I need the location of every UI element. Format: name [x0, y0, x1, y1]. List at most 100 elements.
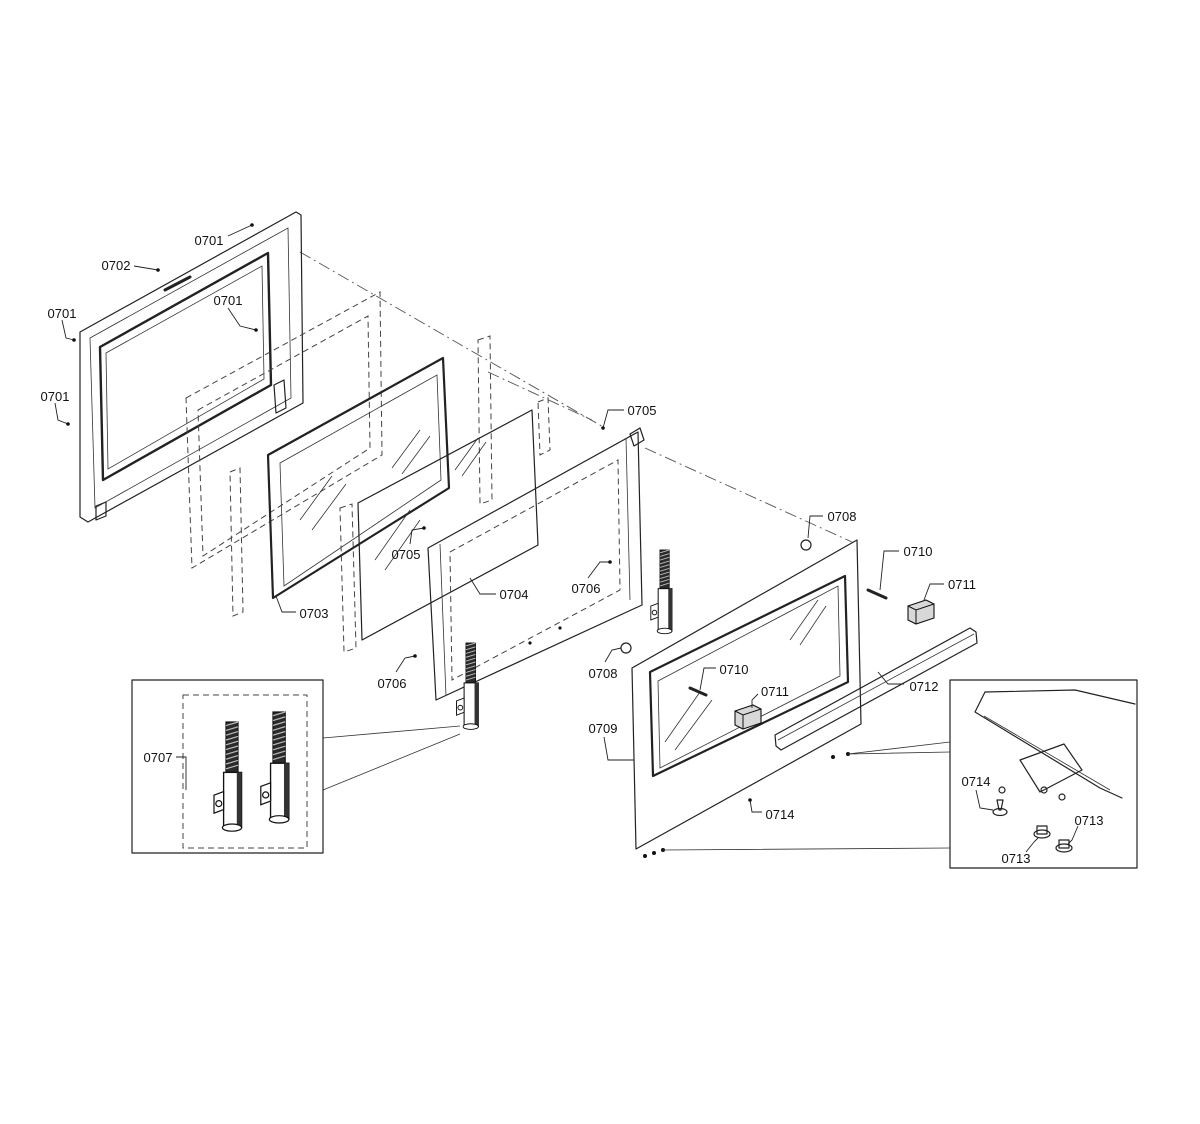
leader-dot: [608, 560, 612, 564]
leader-line: [395, 655, 416, 673]
callout-0703: 0703: [275, 595, 328, 621]
panel-outline: [631, 539, 862, 850]
leader-line: [604, 647, 622, 663]
callout-label: 0713: [1002, 851, 1031, 866]
callout-0706-right: 0706: [572, 560, 612, 596]
callout-0713-right: 0713: [1067, 813, 1103, 845]
handle-bracket-right: [907, 599, 935, 625]
frame-top-slot: [163, 275, 192, 292]
callout-0708-left: 0708: [589, 647, 622, 681]
leader-line: [54, 402, 69, 425]
callout-0714-main: 0714: [748, 798, 794, 822]
hinge-detail-inset: [131, 679, 461, 854]
side-strip-right: [537, 397, 551, 456]
side-strip-left: [339, 503, 357, 653]
callout-0709: 0709: [589, 721, 634, 761]
leader-dot: [601, 426, 605, 430]
callouts: 0701 0702 0701 0701 0701 0705: [41, 223, 1103, 866]
callout-label: 0714: [962, 774, 991, 789]
leader-dot: [250, 223, 254, 227]
inset-hole: [1040, 786, 1048, 794]
frame-corner-bracket: [629, 427, 645, 447]
projection-line: [299, 251, 606, 429]
callout-0714-inset: 0714: [962, 774, 994, 811]
frame-hole: [528, 641, 532, 645]
frame-hinge-notch: [273, 379, 287, 414]
callout-0707: 0707: [144, 750, 187, 790]
callout-0701-rim: 0701: [214, 293, 258, 332]
inset-screw-0713-b: [1055, 839, 1073, 853]
callout-label: 0705: [392, 547, 421, 562]
screw: [831, 755, 835, 759]
leader-dot: [413, 654, 417, 658]
leader-line: [469, 577, 496, 595]
panel-glass-reflection: [664, 599, 827, 751]
callout-label: 0708: [828, 509, 857, 524]
callout-label: 0714: [766, 807, 795, 822]
middle-glass-panel: [357, 409, 539, 641]
callout-label: 0702: [102, 258, 131, 273]
callout-0702: 0702: [102, 258, 160, 273]
leader-line: [176, 756, 187, 790]
screw-washer: [1055, 843, 1073, 853]
handle-pin-right: [866, 588, 888, 600]
panel-screws: [643, 752, 850, 858]
liner-side-strip: [229, 467, 244, 617]
callout-label: 0701: [41, 389, 70, 404]
glass-reflection: [299, 429, 431, 531]
leader-dot: [748, 798, 752, 802]
callout-0713-left: 0713: [1002, 837, 1039, 866]
leader-line: [807, 515, 823, 539]
leader-dot: [254, 328, 258, 332]
inset-box: [131, 679, 324, 854]
frame-window: [98, 251, 273, 482]
leader-line: [227, 224, 253, 237]
projection-line: [644, 447, 853, 543]
callout-0704: 0704: [469, 577, 529, 602]
callout-0708-top: 0708: [807, 509, 857, 539]
callout-label: 0706: [378, 676, 407, 691]
frame-right-strip: [625, 437, 631, 601]
leader-line: [603, 736, 634, 761]
leader-line: [751, 693, 759, 708]
frame-rim: [89, 227, 292, 509]
handle-highlight: [777, 633, 975, 741]
inset-sheet-fold: [983, 715, 1111, 791]
leader-line: [1025, 837, 1039, 853]
inset-sheet-top: [984, 689, 1136, 705]
front-door-panel: [631, 539, 862, 850]
callout-label: 0704: [500, 587, 529, 602]
side-strip-upper: [477, 335, 493, 505]
screw-washer: [1033, 829, 1051, 839]
leader-line: [923, 583, 944, 601]
frame-inner-opening: [449, 459, 621, 681]
callout-0706-left: 0706: [378, 654, 417, 691]
frame-foot: [95, 501, 107, 521]
screw-shank: [996, 799, 1004, 811]
spacer-knob-right: [800, 539, 812, 551]
inset-hinge-left: [213, 721, 243, 832]
callout-0710-right: 0710: [879, 544, 933, 591]
inset-box: [949, 679, 1138, 869]
callout-label: 0706: [572, 581, 601, 596]
frame-left-strip: [439, 543, 447, 697]
callout-label: 0708: [589, 666, 618, 681]
screw-head: [1036, 825, 1048, 835]
leader-line: [699, 667, 716, 691]
leader-dot: [72, 338, 76, 342]
leader-line: [877, 671, 904, 685]
glass-seal-inner: [279, 374, 442, 587]
leader-line: [975, 789, 994, 811]
callout-label: 0701: [195, 233, 224, 248]
leader-line: [133, 265, 159, 271]
callout-label: 0710: [904, 544, 933, 559]
handle-pin-left: [688, 686, 708, 697]
callout-0710-left: 0710: [699, 662, 748, 691]
callout-0701-left-upper: 0701: [48, 306, 76, 342]
spacer-knob-left: [620, 642, 632, 654]
inset-connector: [322, 725, 461, 791]
callout-label: 0707: [144, 750, 173, 765]
callout-label: 0712: [910, 679, 939, 694]
screw: [652, 851, 656, 855]
